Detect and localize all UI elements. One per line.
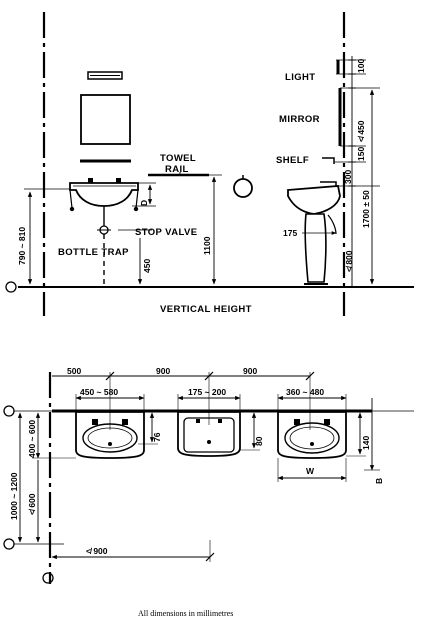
mirror	[80, 94, 131, 145]
dim-450-mirror: ≮ 450	[356, 120, 366, 142]
elevation-view: LIGHT MIRROR TOWEL RAIL SHELF STOP VALVE…	[5, 12, 414, 316]
dim-900-b: 900	[243, 366, 257, 376]
dim-1000-1200: 1000 ~ 1200	[9, 472, 19, 520]
dim-175-200: 175 ~ 200	[188, 387, 226, 397]
dim-300: 300	[343, 170, 353, 184]
wash-basin-front	[69, 178, 139, 212]
dim-100: 100	[356, 59, 366, 73]
dim-150: 150	[356, 147, 366, 161]
basin-plan-2	[177, 411, 241, 457]
label-towel: TOWEL	[160, 153, 196, 164]
light-fitting	[87, 71, 123, 80]
label-vertical-height: VERTICAL HEIGHT	[160, 304, 252, 315]
dim-450-580: 450 ~ 580	[80, 387, 118, 397]
dim-360-480: 360 ~ 480	[286, 387, 324, 397]
dim-500: 500	[67, 366, 81, 376]
label-stop-valve: STOP VALVE	[135, 227, 197, 238]
dim-76: 76	[152, 432, 162, 442]
dim-b: B	[374, 478, 384, 484]
dim-900-c: ≮ 900	[86, 546, 108, 556]
dim-w: W	[306, 466, 315, 476]
dim-800: ≮ 800	[344, 250, 354, 272]
dim-trap-height: 450	[142, 259, 152, 273]
plan-view: 500 900 900 450 ~ 580 175 ~ 200 360 ~ 48…	[3, 366, 414, 584]
label-rail: RAIL	[165, 164, 189, 175]
dim-depth: D	[139, 200, 149, 206]
shelf-bracket-right	[322, 157, 335, 164]
basin-plan-3	[277, 411, 347, 459]
dim-80: 80	[254, 436, 264, 446]
label-shelf: SHELF	[276, 155, 309, 166]
dim-400-600: 400 ~ 600	[27, 420, 37, 458]
dim-140: 140	[361, 436, 371, 450]
dim-basin-rim: 790 ~ 810	[17, 227, 27, 265]
floor-datum-circle	[5, 281, 17, 293]
dim-1700: 1700 ± 50	[361, 190, 371, 228]
dim-600: ≮ 600	[27, 493, 37, 515]
label-bottle-trap: BOTTLE TRAP	[58, 247, 129, 258]
label-light: LIGHT	[285, 72, 316, 83]
dim-rail-height: 1100	[202, 236, 212, 255]
label-mirror: MIRROR	[279, 114, 320, 125]
dim-900-a: 900	[156, 366, 170, 376]
pedestal-basin-side	[287, 181, 341, 285]
dim-175: 175	[283, 228, 297, 238]
caption: All dimensions in millimetres	[138, 609, 233, 618]
towel-ring	[233, 178, 253, 198]
